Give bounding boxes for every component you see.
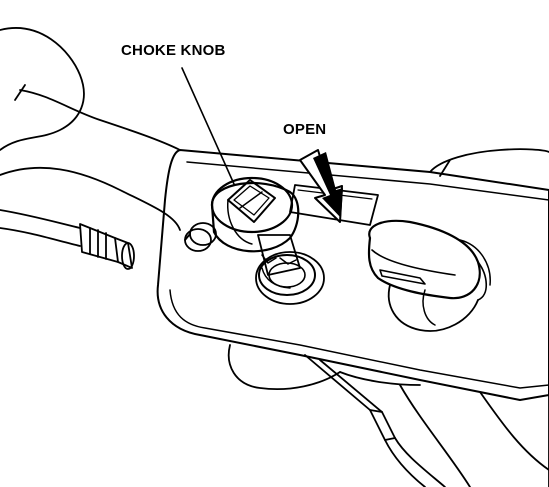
handle-outline [0, 27, 181, 231]
choke-knob [210, 176, 325, 305]
cable-left [0, 209, 135, 270]
open-label: OPEN [283, 121, 327, 138]
choke-leader-line [181, 67, 235, 185]
lower-housing [227, 344, 446, 487]
mounting-bolt [184, 222, 217, 252]
arrow-down-right-icon [299, 149, 343, 223]
control-plate [156, 149, 549, 401]
choke-knob-label: CHOKE KNOB [121, 42, 226, 59]
housing-right [399, 148, 549, 487]
rubber-plug [367, 219, 491, 332]
